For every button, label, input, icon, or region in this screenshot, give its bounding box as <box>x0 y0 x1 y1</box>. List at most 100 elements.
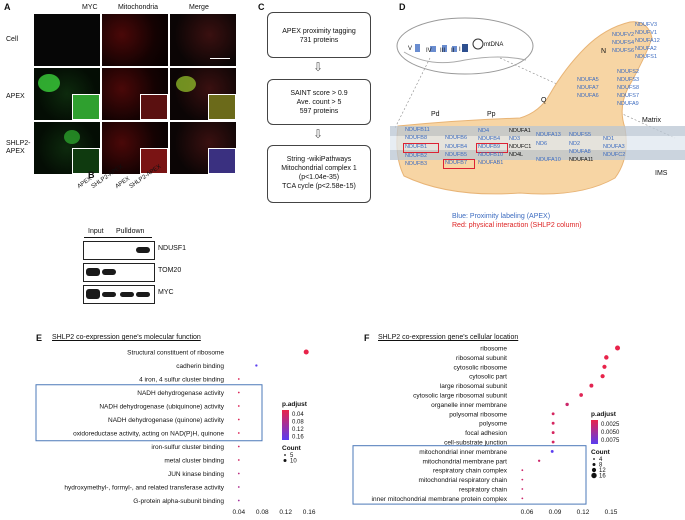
data-point <box>237 391 240 394</box>
size-legend-tick: 4 <box>599 457 603 463</box>
arrow-down-icon: ⇩ <box>313 127 324 141</box>
cell-signal <box>64 130 80 144</box>
category-label: metal cluster binding <box>164 458 224 465</box>
protein-ndufb1: NDUFB1 <box>405 144 428 150</box>
protein-ndufb6: NDUFB6 <box>445 135 468 141</box>
arrow-down-icon: ⇩ <box>313 60 324 74</box>
category-label: JUN kinase binding <box>168 471 224 478</box>
data-point <box>551 421 555 425</box>
color-legend-bar <box>282 410 289 440</box>
data-point <box>589 383 594 388</box>
color-legend-tick: 0.04 <box>292 412 304 418</box>
data-point <box>521 488 524 490</box>
protein-ndufa7: NDUFA7 <box>577 85 599 91</box>
zoom-inset <box>72 148 100 174</box>
protein-ndufa12: NDUFA12 <box>635 38 660 44</box>
protein-ndufc1: NDUFC1 <box>509 144 532 150</box>
micrograph-shlp2-mito <box>101 121 169 175</box>
group-pulldown-label: Pulldown <box>116 228 145 235</box>
blot-tom20 <box>83 263 155 282</box>
data-point <box>237 499 240 502</box>
category-label: ribosome <box>480 346 507 353</box>
protein-ndufb9: NDUFB9 <box>478 144 501 150</box>
highlight-box <box>35 384 263 442</box>
category-label: Structural constituent of ribosome <box>127 350 224 357</box>
x-tick-label: 0.16 <box>303 509 316 516</box>
data-point <box>602 364 607 369</box>
module-q-label: Q <box>541 97 547 104</box>
protein-ndufa6: NDUFA6 <box>577 93 599 99</box>
protein-ndufb2: NDUFB2 <box>405 153 428 159</box>
panel-a-label: A <box>4 2 11 12</box>
category-label: respiratory chain <box>459 487 507 494</box>
category-label: polysomal ribosome <box>449 411 507 418</box>
color-legend-tick: 0.0075 <box>601 438 620 444</box>
protein-nd4l: ND4L <box>509 152 524 158</box>
flow-line: 597 proteins <box>299 108 339 115</box>
panel-c-label: C <box>258 2 265 12</box>
panel-f-title: SHLP2 co-expression gene's cellular loca… <box>378 334 519 341</box>
data-point <box>521 497 524 500</box>
protein-ndufs5: NDUFS5 <box>569 132 592 138</box>
zoom-inset <box>208 148 236 174</box>
protein-ndufs3: NDUFS3 <box>617 77 640 83</box>
col-merge-label: Merge <box>189 4 209 11</box>
flow-line: 731 proteins <box>299 37 339 44</box>
blot-myc <box>83 285 155 304</box>
panel-f-label: F <box>364 333 370 343</box>
size-legend-tick: 8 <box>599 463 603 469</box>
interaction-box <box>476 143 508 153</box>
category-label: cadherin binding <box>176 363 224 370</box>
zoom-inset <box>208 94 236 120</box>
size-legend-dot <box>592 463 596 466</box>
protein-ndufv2: NDUFV2 <box>612 32 635 38</box>
category-label: NADH dehydrogenase activity <box>137 390 224 397</box>
protein-ndufs4: NDUFS4 <box>612 40 635 46</box>
module-n-label: N <box>601 48 607 55</box>
mtdna-label: mtDNA <box>484 42 504 48</box>
row-cell-label: Cell <box>6 36 19 43</box>
pd-module-proteins: NDUFB11 NDUFB8 NDUFB1 NDUFB2 NDUFB3 NDUF… <box>403 127 485 197</box>
data-point <box>604 355 609 360</box>
protein-ndufa8: NDUFA8 <box>569 149 591 155</box>
category-label: mitochondrial respiratory chain <box>418 477 507 484</box>
complex-ii-label: II <box>451 48 455 54</box>
protein-nd1: ND1 <box>603 136 615 142</box>
protein-nd4: ND4 <box>478 128 490 134</box>
module-pp-label: Pp <box>487 111 496 118</box>
size-legend-tick: 12 <box>599 468 606 474</box>
panel-e-label: E <box>36 333 43 343</box>
x-tick-label: 0.06 <box>521 509 534 516</box>
micrograph-cell-myc <box>33 13 101 67</box>
flow-line: SAINT score > 0.9 <box>290 90 348 97</box>
protein-nd3: ND3 <box>509 136 521 142</box>
data-point <box>255 364 258 367</box>
size-legend-tick: 16 <box>599 474 606 480</box>
category-label: mitochondrial membrane part <box>422 458 507 465</box>
protein-ndufs6: NDUFS6 <box>612 48 635 54</box>
data-point <box>551 412 555 416</box>
protein-ndufa13: NDUFA13 <box>536 132 561 138</box>
category-label: polysome <box>479 421 507 428</box>
protein-ndufa2: NDUFA2 <box>635 46 657 52</box>
protein-nd6: ND6 <box>536 141 548 147</box>
group-divider <box>84 237 152 238</box>
data-point <box>579 393 583 397</box>
micrograph-cell-mito <box>101 13 169 67</box>
scale-bar <box>210 58 230 59</box>
protein-ndufa5: NDUFA5 <box>577 77 599 83</box>
data-point <box>521 478 524 481</box>
protein-ndufb8: NDUFB8 <box>405 135 428 141</box>
highlight-box <box>352 445 587 505</box>
size-legend-title: Count <box>282 445 302 452</box>
flow-line: Mitochondrial complex 1 <box>281 165 357 172</box>
x-tick-label: 0.12 <box>279 509 292 516</box>
protein-ndufa11: NDUFA11 <box>569 157 594 163</box>
flow-box-saint: SAINT score > 0.9 Ave. count > 5 597 pro… <box>267 79 371 125</box>
micrograph-shlp2-merge <box>169 121 237 175</box>
band <box>102 269 116 275</box>
size-legend-dot <box>284 454 286 456</box>
protein-ndufv3: NDUFV3 <box>635 22 658 28</box>
x-tick-label: 0.15 <box>605 509 618 516</box>
band <box>136 292 150 297</box>
